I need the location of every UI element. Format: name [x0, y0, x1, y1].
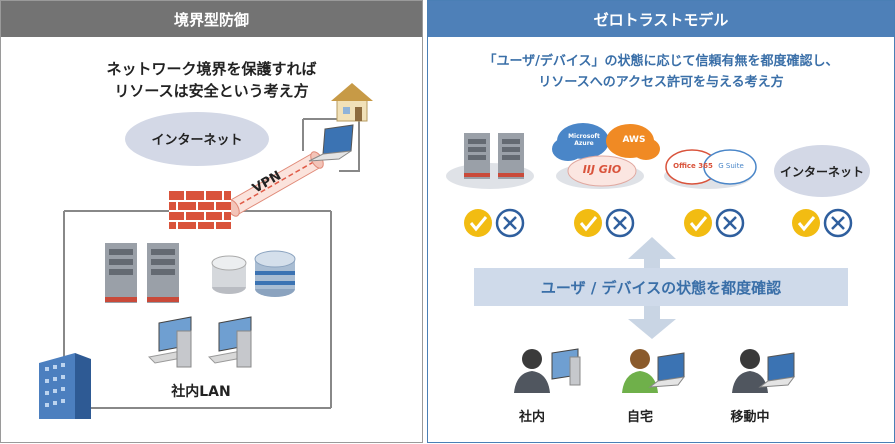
description: 「ユーザ/デバイス」の状態に応じて信頼有無を都度確認し、 リソースへのアクセス許… [428, 51, 894, 93]
cross-icon [823, 208, 853, 238]
home-user-icon [622, 349, 686, 393]
cross-icon [495, 208, 525, 238]
mobile-user-icon [732, 349, 796, 393]
server-rack-icon [464, 133, 524, 179]
internet-label: インターネット [779, 165, 864, 179]
laptop-icon [308, 124, 354, 162]
description: ネットワーク境界を保護すれば リソースは安全という考え方 [1, 58, 422, 102]
lan-label: 社内LAN [171, 384, 231, 400]
zero-trust-panel: ゼロトラストモデル 「ユーザ/デバイス」の状態に応じて信頼有無を都度確認し、 リ… [427, 0, 895, 443]
desktop-pc-icon [147, 316, 192, 368]
check-banner: ユーザ / デバイスの状態を都度確認 [540, 279, 782, 297]
internet-cloud [774, 145, 870, 197]
cross-icon [715, 208, 745, 238]
office-building-icon [39, 353, 91, 419]
iij-gio-logo: IIJ GIO [582, 163, 622, 176]
check-icon [684, 209, 712, 237]
database-icon [254, 250, 296, 297]
perimeter-defense-panel: 境界型防御 ネットワーク境界を保護すれば リソースは安全という考え方 [0, 0, 423, 443]
azure-cloud-icon [552, 123, 609, 161]
zero-trust-diagram [446, 123, 870, 393]
user-label-mobile: 移動中 [730, 410, 770, 425]
internet-cloud [125, 112, 269, 166]
internet-label: インターネット [151, 133, 243, 148]
check-icon [792, 209, 820, 237]
office-user-icon [514, 348, 581, 393]
panel-title: ゼロトラストモデル [428, 1, 894, 37]
perimeter-diagram [39, 83, 373, 419]
office365-logo: Office 365 [673, 162, 713, 170]
aws-cloud-icon [606, 124, 660, 160]
house-icon [331, 83, 373, 122]
iij-gio-cloud-icon [567, 155, 637, 187]
cross-icon [605, 208, 635, 238]
remote-site-box [303, 118, 360, 172]
panel-title: 境界型防御 [1, 1, 422, 37]
check-banner-bg [474, 268, 848, 306]
disk-storage-icon [211, 255, 247, 294]
check-icon [574, 209, 602, 237]
firewall-icon [169, 191, 231, 229]
description-line-2: リソースへのアクセス許可を与える考え方 [538, 75, 784, 90]
check-icon [464, 209, 492, 237]
desktop-pc-icon [207, 316, 252, 368]
user-label-home: 自宅 [626, 410, 653, 425]
azure-logo: Microsoft Azure [568, 133, 600, 147]
gsuite-cloud-icon [703, 149, 757, 185]
description-line-1: ネットワーク境界を保護すれば [106, 60, 317, 78]
description-line-2: リソースは安全という考え方 [114, 82, 309, 100]
aws-logo: AWS [622, 135, 646, 145]
gsuite-logo: G Suite [718, 162, 744, 170]
user-label-office: 社内 [518, 410, 545, 425]
server-rack-icon [105, 243, 179, 303]
description-line-1: 「ユーザ/デバイス」の状態に応じて信頼有無を都度確認し、 [483, 54, 839, 69]
